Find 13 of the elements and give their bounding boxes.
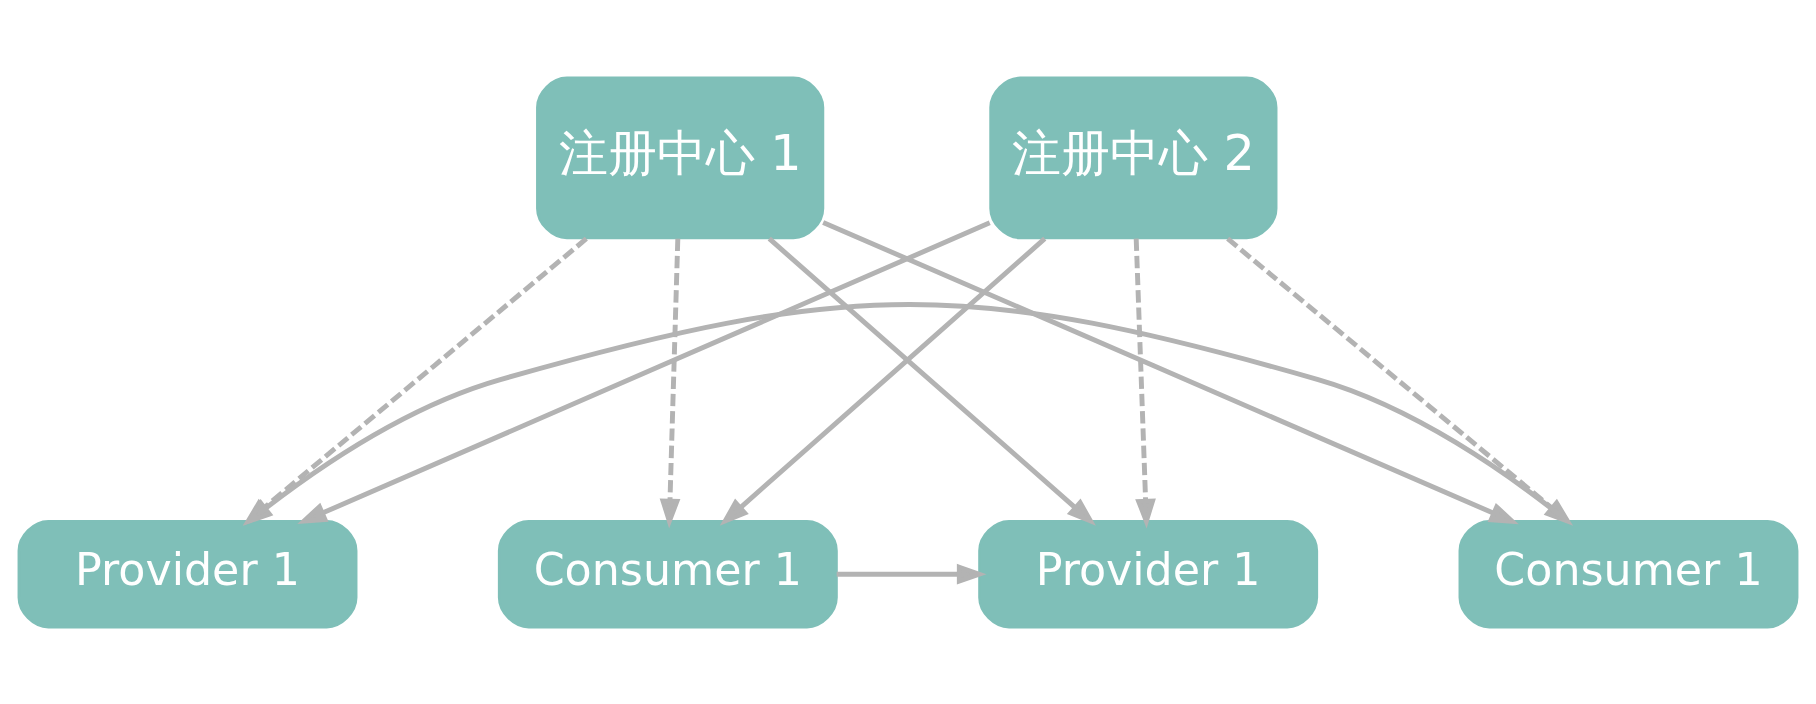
arrow: [836, 563, 987, 585]
node-box: Consumer 1: [497, 519, 838, 628]
node-box: Provider 1: [17, 519, 358, 628]
node-box: 注册中心 2: [989, 76, 1278, 239]
arrow: [1133, 238, 1156, 528]
arrow: [297, 220, 991, 524]
node-box: Provider 1: [978, 519, 1319, 628]
arrow: [719, 236, 1047, 526]
node-box: 注册中心 1: [536, 76, 825, 239]
arrow: [659, 238, 681, 528]
arrow: [822, 219, 1519, 524]
arrow: [767, 236, 1096, 526]
node-box: Consumer 1: [1458, 519, 1799, 628]
